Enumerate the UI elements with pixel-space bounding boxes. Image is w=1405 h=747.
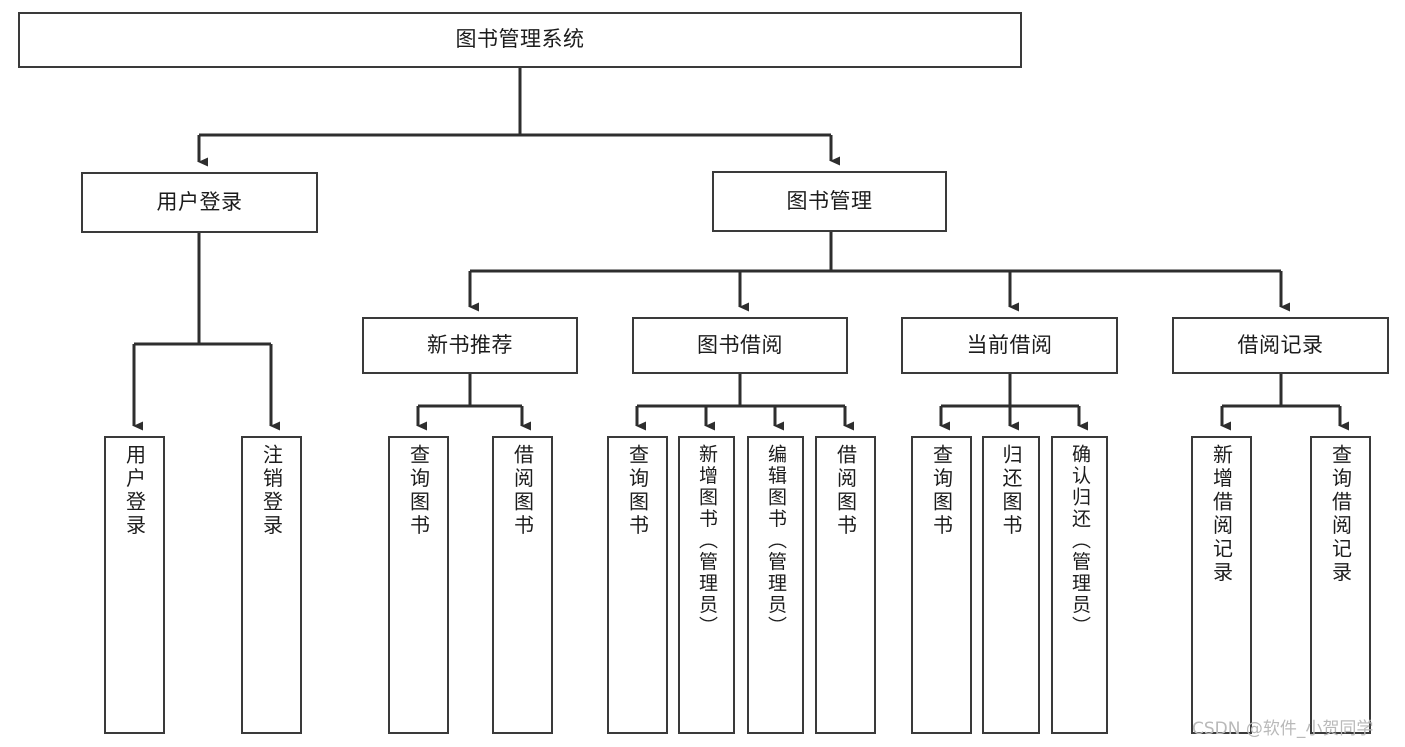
node-label: 查询借阅记录 bbox=[1328, 444, 1353, 585]
node-label: 借阅记录 bbox=[1237, 332, 1324, 357]
node-label: 编辑图书（管理员） bbox=[765, 444, 787, 638]
leaf-new-book-borrow-book[interactable]: 借阅图书 bbox=[492, 436, 553, 734]
leaf-borrow-borrow-book[interactable]: 借阅图书 bbox=[815, 436, 876, 734]
node-label: 用户登录 bbox=[122, 444, 147, 538]
leaf-current-return-book[interactable]: 归还图书 bbox=[982, 436, 1040, 734]
node-label: 新增图书（管理员） bbox=[696, 444, 718, 638]
node-label: 查询图书 bbox=[929, 444, 954, 538]
leaf-current-confirm-return-admin[interactable]: 确认归还（管理员） bbox=[1051, 436, 1108, 734]
leaf-current-query-book[interactable]: 查询图书 bbox=[911, 436, 972, 734]
node-borrow-record[interactable]: 借阅记录 bbox=[1172, 317, 1389, 374]
node-label: 用户登录 bbox=[156, 189, 243, 214]
node-label: 借阅图书 bbox=[510, 444, 535, 538]
leaf-borrow-add-book-admin[interactable]: 新增图书（管理员） bbox=[678, 436, 735, 734]
node-root-book-management-system[interactable]: 图书管理系统 bbox=[18, 12, 1022, 68]
node-label: 图书管理 bbox=[786, 188, 873, 213]
leaf-user-login-logout[interactable]: 注销登录 bbox=[241, 436, 302, 734]
node-label: 归还图书 bbox=[999, 444, 1023, 538]
leaf-user-login-login[interactable]: 用户登录 bbox=[104, 436, 165, 734]
node-label: 图书借阅 bbox=[697, 332, 783, 357]
node-book-borrow[interactable]: 图书借阅 bbox=[632, 317, 848, 374]
leaf-borrow-edit-book-admin[interactable]: 编辑图书（管理员） bbox=[747, 436, 804, 734]
node-label: 确认归还（管理员） bbox=[1069, 444, 1091, 638]
leaf-borrow-query-book[interactable]: 查询图书 bbox=[607, 436, 668, 734]
node-label: 当前借阅 bbox=[966, 332, 1053, 357]
leaf-record-query-borrow-record[interactable]: 查询借阅记录 bbox=[1310, 436, 1371, 734]
node-current-borrow[interactable]: 当前借阅 bbox=[901, 317, 1118, 374]
leaf-record-add-borrow-record[interactable]: 新增借阅记录 bbox=[1191, 436, 1252, 734]
node-book-management[interactable]: 图书管理 bbox=[712, 171, 947, 232]
leaf-new-book-query-book[interactable]: 查询图书 bbox=[388, 436, 449, 734]
node-label: 借阅图书 bbox=[833, 444, 858, 538]
node-new-book-recommend[interactable]: 新书推荐 bbox=[362, 317, 578, 374]
node-label: 查询图书 bbox=[625, 444, 650, 538]
node-label: 新增借阅记录 bbox=[1209, 444, 1234, 585]
node-label: 查询图书 bbox=[406, 444, 431, 538]
node-label: 注销登录 bbox=[259, 444, 284, 538]
node-label: 新书推荐 bbox=[427, 332, 513, 357]
node-user-login[interactable]: 用户登录 bbox=[81, 172, 318, 233]
node-label: 图书管理系统 bbox=[455, 27, 585, 52]
